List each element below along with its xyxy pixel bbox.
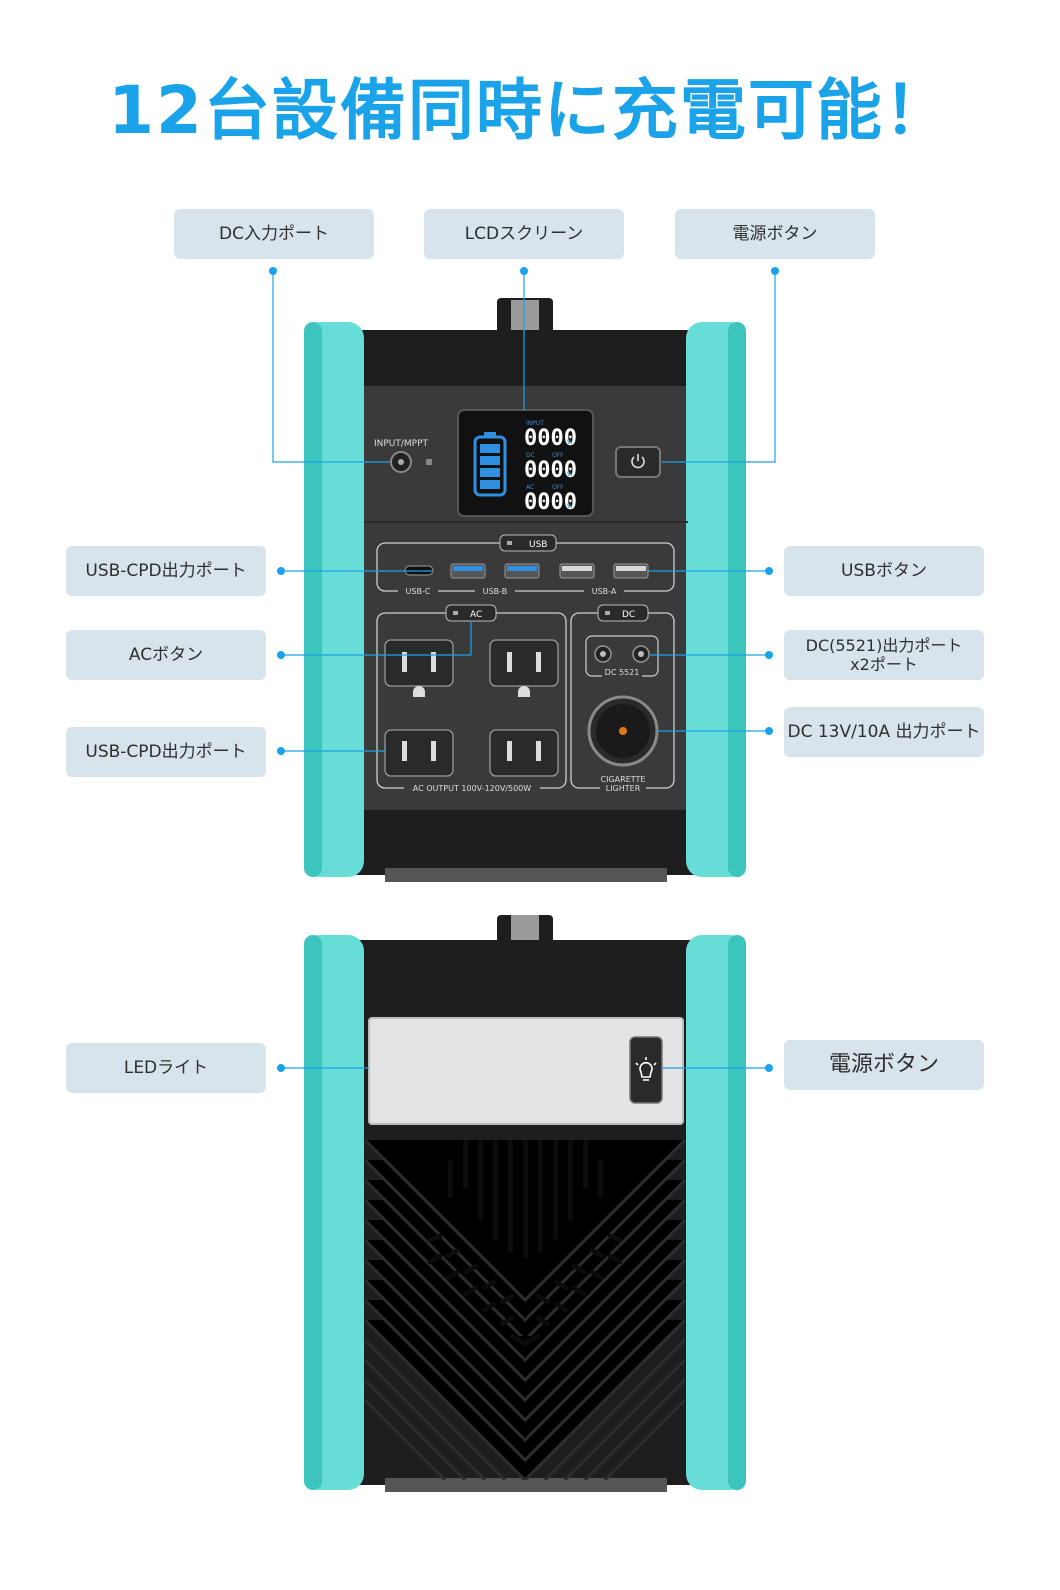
right-bumper-edge [728, 322, 746, 877]
usb-button[interactable]: USB [499, 534, 557, 552]
dc-button-text: DC [622, 610, 635, 620]
dc5521-text: DC 5521 [605, 668, 640, 677]
lcd-unit-1: W [567, 439, 573, 446]
cigarette-lighter-pin [619, 727, 627, 735]
usb-c-text: USB-C [406, 587, 431, 596]
label-dc5521-ports: DC(5521)出力ポート x2ポート [784, 630, 984, 680]
ac-outlet-1 [384, 639, 454, 697]
lcd-input-value: 0000 [524, 426, 577, 451]
back-right-bumper-edge [728, 935, 746, 1490]
back-texture [365, 1138, 685, 1480]
dc5521-text-bg [602, 667, 642, 677]
lcd-dc-value: 0000 [524, 458, 577, 483]
usb-b-port-2-tongue [507, 566, 537, 571]
label-back-power-button: 電源ボタン [784, 1040, 984, 1090]
dc5521-port-1-pin [600, 651, 606, 657]
label-power-button: 電源ボタン [675, 209, 875, 259]
usb-a-text-bg [584, 586, 624, 596]
dc-input-pin [398, 459, 404, 465]
battery-icon [473, 432, 507, 497]
ac-outlet-4 [489, 729, 559, 777]
cigarette-text-1: CIGARETTE [601, 775, 646, 784]
label-usb-c-port: USB-CPD出力ポート [66, 546, 266, 596]
usb-a-port-2-tongue [616, 566, 646, 571]
usb-a-text: USB-A [592, 587, 617, 596]
usb-a-port-1-tongue [562, 566, 592, 571]
back-left-bumper-edge [304, 935, 322, 1490]
ac-output-text: AC OUTPUT 100V-120V/500W [413, 784, 531, 793]
front-power-button[interactable] [615, 446, 661, 478]
lcd-input-tag: INPUT [526, 420, 544, 427]
lightbulb-icon [635, 1057, 657, 1081]
ac-output-text-bg [404, 782, 540, 793]
callout-lines [272, 271, 776, 1069]
power-icon [631, 456, 645, 469]
back-handle-insert [511, 915, 539, 941]
ac-button[interactable]: AC [445, 604, 497, 622]
vent-grille [448, 1140, 603, 1258]
lcd-ac-value: 0000 [524, 490, 577, 515]
label-usb-button: USBボタン [784, 546, 984, 596]
left-bumper-edge [304, 322, 322, 877]
back-foot [385, 1478, 667, 1492]
lcd-unit-3: W [567, 503, 573, 510]
label-cigarette-port: DC 13V/10A 出力ポート [784, 707, 984, 757]
led-power-button[interactable] [629, 1036, 663, 1104]
lcd-unit-2: W [567, 471, 573, 478]
handle-insert [511, 300, 539, 334]
lcd-dc-off-tag: OFF [552, 452, 564, 459]
vent-chevrons [427, 1233, 623, 1347]
dc-button[interactable]: DC [597, 604, 649, 622]
lcd-dc-tag: DC [526, 452, 535, 459]
cigarette-text-2: LIGHTER [606, 784, 641, 793]
ac-outlet-2 [489, 639, 559, 697]
label-dc5521-line2: x2ポート [850, 655, 918, 674]
input-mppt-text: INPUT/MPPT [374, 439, 429, 449]
input-indicator [426, 459, 432, 465]
led-light-panel [368, 1017, 684, 1125]
label-lcd-screen: LCDスクリーン [424, 209, 624, 259]
label-dc-input-port: DC入力ポート [174, 209, 374, 259]
usb-c-text-bg [398, 586, 438, 596]
usb-b-port-1-tongue [453, 566, 483, 571]
lcd-ac-off-tag: OFF [552, 484, 564, 491]
headline: 12台設備同時に充電可能！ [108, 72, 952, 149]
ac-outlet-3 [384, 729, 454, 777]
label-dc5521-line1: DC(5521)出力ポート [805, 636, 963, 655]
label-led-light: LEDライト [66, 1043, 266, 1093]
label-ac-outlets: USB-CPD出力ポート [66, 727, 266, 777]
callout-dots [269, 267, 779, 1072]
front-foot [385, 868, 667, 882]
lcd-ac-tag: AC [526, 484, 534, 491]
usb-b-text: USB-B [483, 587, 508, 596]
usb-button-text: USB [529, 540, 547, 550]
label-ac-button: ACボタン [66, 630, 266, 680]
dc5521-port-2-pin [638, 651, 644, 657]
ac-button-text: AC [470, 610, 482, 620]
cigarette-text-bg [600, 784, 646, 793]
usb-b-text-bg [475, 586, 515, 596]
